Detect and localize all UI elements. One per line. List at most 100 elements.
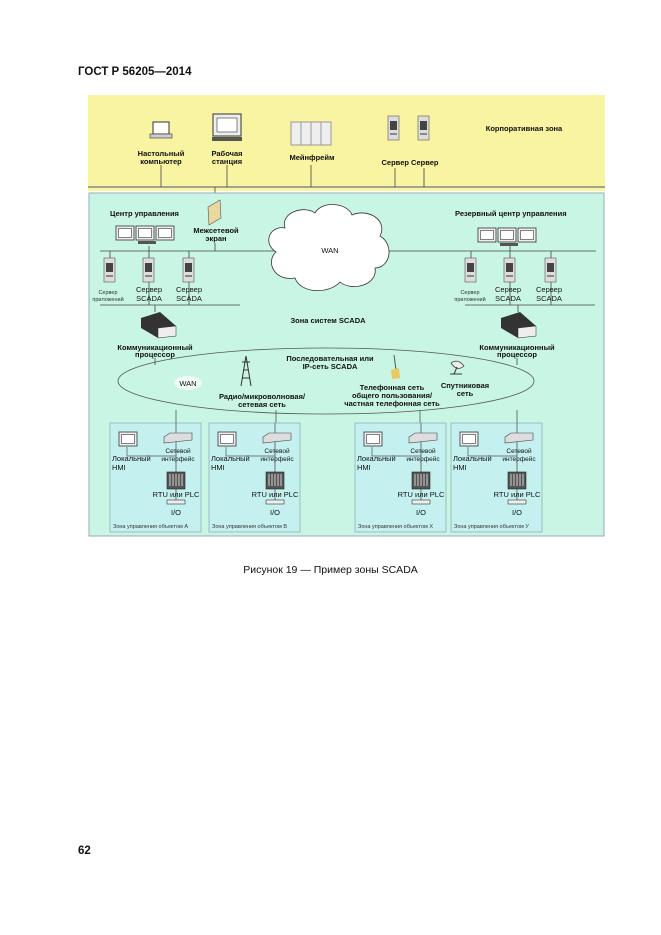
- phone-network-label-2: общего пользования/: [352, 391, 433, 400]
- control-center-label: Центр управления: [110, 209, 179, 218]
- rtu-plc-label: RTU или PLC: [398, 490, 445, 499]
- net-interface-label: Сетевой: [506, 447, 532, 455]
- wan-small-icon: [174, 376, 202, 390]
- radio-network-label-2: сетевая сеть: [238, 400, 286, 409]
- local-hmi-icon: [459, 431, 479, 447]
- scada-server-icon: [503, 257, 516, 283]
- scada-server-label: Сервер: [536, 285, 562, 294]
- local-hmi-label-2: HMI: [357, 463, 371, 472]
- comm-processor-icon: [501, 312, 537, 339]
- phone-network-label: Телефонная сеть: [360, 383, 425, 392]
- net-interface-label: Сетевой: [264, 447, 290, 455]
- workstation-label: Рабочая: [211, 149, 242, 158]
- net-interface-label: Сетевой: [410, 447, 436, 455]
- io-module-icon: [265, 499, 285, 505]
- firewall-label-2: экран: [205, 234, 226, 243]
- rtu-plc-label: RTU или PLC: [252, 490, 299, 499]
- network-interface-icon: [504, 432, 534, 444]
- workstation-icon: [212, 113, 242, 141]
- rtu-plc-label: RTU или PLC: [494, 490, 541, 499]
- network-interface-icon: [262, 432, 292, 444]
- phone-network-label-3: частная телефонная сеть: [344, 399, 440, 408]
- corporate-zone-label: Корпоративная зона: [486, 124, 563, 133]
- io-label: I/O: [416, 508, 426, 517]
- net-interface-label: Сетевой: [165, 447, 191, 455]
- scada-server-icon: [182, 257, 195, 283]
- app-server-label: Сервер: [98, 290, 117, 296]
- rtu-plc-label: RTU или PLC: [153, 490, 200, 499]
- backup-center-label: Резервный центр управления: [455, 209, 567, 218]
- firewall-label: Межсетевой: [193, 226, 239, 235]
- scada-server-label: Сервер: [495, 285, 521, 294]
- desktop-label-2: компьютер: [140, 157, 182, 166]
- satellite-dish-icon: [450, 360, 465, 375]
- scada-zone-label: Зона систем SCADA: [290, 316, 366, 325]
- app-server-icon: [103, 257, 116, 283]
- io-label: I/O: [512, 508, 522, 517]
- network-interface-icon: [163, 432, 193, 444]
- satellite-network-label-2: сеть: [457, 389, 474, 398]
- net-interface-label-2: интерфейс: [161, 455, 195, 463]
- desktop-label: Настольный: [138, 149, 185, 158]
- app-server-label-2: приложений: [92, 296, 123, 303]
- scada-server-label-2: SCADA: [495, 294, 521, 303]
- local-hmi-label-2: HMI: [211, 463, 225, 472]
- scada-server-label-2: SCADA: [536, 294, 562, 303]
- local-hmi-label: Локальный: [112, 454, 151, 463]
- comm-processor-label-2: процессор: [497, 350, 537, 359]
- scada-server-icon: [544, 257, 557, 283]
- rtu-plc-icon: [265, 471, 285, 490]
- local-hmi-label-2: HMI: [112, 463, 126, 472]
- app-server-label-2: приложений: [454, 296, 485, 303]
- scada-server-label: Сервер: [176, 285, 202, 294]
- net-interface-label-2: интерфейс: [406, 455, 440, 463]
- rtu-plc-icon: [166, 471, 186, 490]
- backup-monitors-icon: [477, 227, 537, 246]
- app-server-label: Сервер: [460, 290, 479, 296]
- wan-small-label: WAN: [179, 379, 196, 388]
- scada-server-label: Сервер: [136, 285, 162, 294]
- wan-label: WAN: [321, 246, 338, 255]
- local-hmi-label: Локальный: [453, 454, 492, 463]
- firewall-icon: [207, 199, 222, 226]
- radio-tower-icon: [240, 355, 252, 387]
- scada-server-label-2: SCADA: [176, 294, 202, 303]
- laptop-icon: [149, 121, 173, 139]
- figure-caption: Рисунок 19 — Пример зоны SCADA: [243, 564, 418, 576]
- satellite-network-label: Спутниковая: [441, 381, 489, 390]
- servers-label: Сервер Сервер: [382, 158, 439, 167]
- site-zone-label: Зона управления объектом А: [113, 524, 188, 530]
- comm-processor-label-2: процессор: [135, 350, 175, 359]
- local-hmi-label: Локальный: [357, 454, 396, 463]
- app-server-icon: [464, 257, 477, 283]
- radio-network-label: Радио/микроволновая/: [219, 392, 306, 401]
- net-interface-label-2: интерфейс: [502, 455, 536, 463]
- io-label: I/O: [270, 508, 280, 517]
- document-header: ГОСТ Р 56205—2014: [78, 66, 192, 78]
- phone-network-icon: [391, 354, 400, 379]
- io-label: I/O: [171, 508, 181, 517]
- network-interface-icon: [408, 432, 438, 444]
- local-hmi-label: Локальный: [211, 454, 250, 463]
- io-module-icon: [507, 499, 527, 505]
- wan-cloud-icon: [268, 204, 390, 291]
- site-zone-label: Зона управления объектом В: [212, 524, 287, 530]
- scada-network-label: Последовательная или: [286, 354, 374, 363]
- io-module-icon: [411, 499, 431, 505]
- local-hmi-icon: [363, 431, 383, 447]
- local-hmi-icon: [118, 431, 138, 447]
- workstation-label-2: станция: [212, 157, 242, 166]
- local-hmi-label-2: HMI: [453, 463, 467, 472]
- comm-processor-icon: [141, 312, 177, 339]
- net-interface-label-2: интерфейс: [260, 455, 294, 463]
- scada-network-label-2: IP-сеть SCADA: [303, 362, 358, 371]
- scada-server-label-2: SCADA: [136, 294, 162, 303]
- mainframe-label: Мейнфрейм: [289, 153, 334, 162]
- comm-processor-label: Коммуникационный: [479, 343, 555, 352]
- mainframe-icon: [290, 121, 332, 146]
